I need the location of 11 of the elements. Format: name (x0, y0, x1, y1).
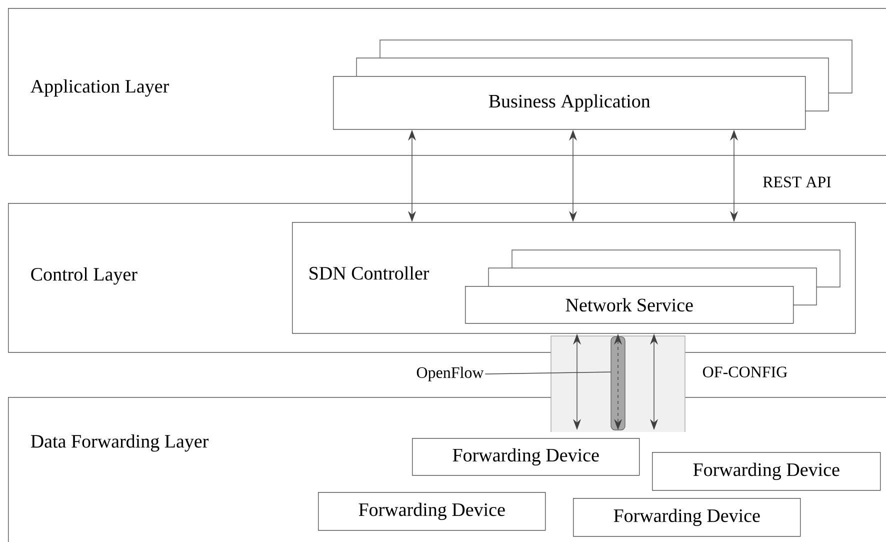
device-box: Forwarding Device (573, 498, 801, 537)
device-box: Forwarding Device (652, 452, 881, 491)
device-box: Forwarding Device (412, 438, 640, 476)
stacked-box: Network Service (465, 250, 840, 324)
node-label: Business Application (488, 94, 650, 112)
device-box: Forwarding Device (318, 492, 546, 531)
interface-label: REST API (763, 176, 831, 188)
leader-line (484, 372, 612, 374)
stacked-box: Business Application (333, 40, 852, 130)
interface-label: OF-CONFIG (703, 366, 788, 378)
interface-label: OpenFlow (416, 366, 484, 382)
